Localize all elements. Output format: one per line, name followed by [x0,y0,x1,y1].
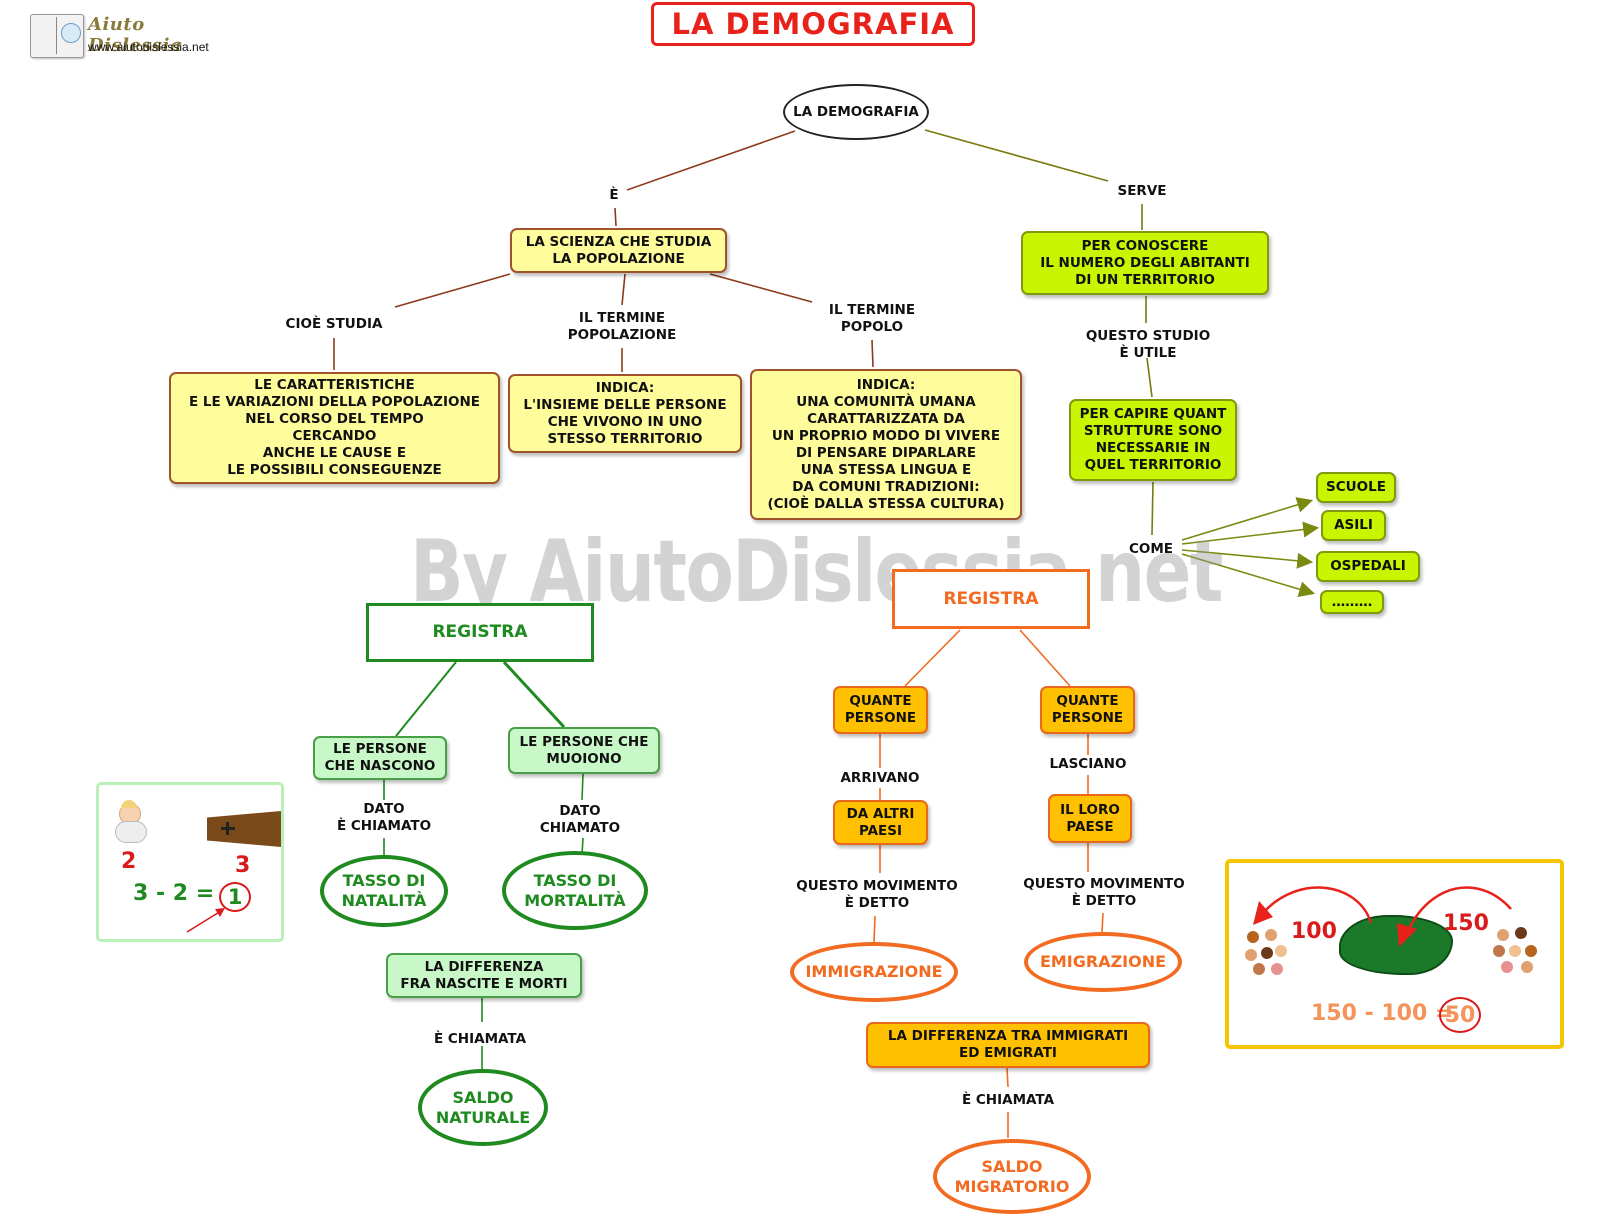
node-saldo-naturale: SALDO NATURALE [418,1069,548,1146]
births-count: 2 [121,849,137,874]
node-altri-paesi: DA ALTRI PAESI [833,800,928,845]
natural-equation: 3 - 2 = [133,881,215,906]
label-studio-utile: QUESTO STUDIO È UTILE [1085,328,1211,361]
node-mortalita: TASSO DI MORTALITÀ [502,851,648,930]
logo: Aiuto Dislessia www.aiutodislessia.net [28,10,238,60]
node-registra-orange: REGISTRA [892,569,1090,629]
node-muoiono: LE PERSONE CHE MUOIONO [508,727,660,774]
book-icon [30,14,84,58]
node-popolazione: INDICA: L'INSIEME DELLE PERSONE CHE VIVO… [508,374,742,453]
node-quante-2: QUANTE PERSONE [1040,686,1135,734]
node-emigrazione: EMIGRAZIONE [1024,932,1182,992]
people-group-left-icon [1243,927,1289,977]
label-movimento-2: QUESTO MOVIMENTO È DETTO [1023,876,1185,909]
label-movimento-1: QUESTO MOVIMENTO È DETTO [796,878,958,911]
natural-result: 1 [219,882,251,912]
node-conoscere: PER CONOSCERE IL NUMERO DEGLI ABITANTI D… [1021,231,1269,295]
label-come: COME [1128,541,1174,557]
node-immigrazione: IMMIGRAZIONE [790,942,958,1002]
coffin-icon [207,811,281,847]
node-natalita: TASSO DI NATALITÀ [320,855,448,927]
node-ospedali: OSPEDALI [1316,551,1420,582]
label-e: È [609,187,619,203]
label-e-chiamata-2: È CHIAMATA [961,1092,1055,1108]
red-arrow-icon [186,908,225,933]
label-lasciano: LASCIANO [1049,756,1127,772]
node-diff-immigrati: LA DIFFERENZA TRA IMMIGRATI ED EMIGRATI [866,1022,1150,1068]
node-root: LA DEMOGRAFIA [783,84,929,140]
node-loro-paese: IL LORO PAESE [1048,794,1132,843]
label-e-chiamata-1: È CHIAMATA [433,1031,527,1047]
people-group-right-icon [1491,925,1541,977]
natural-balance-example: 2 3 3 - 2 = 1 [96,782,284,942]
territory-icon [1339,915,1453,975]
baby-icon [111,800,151,843]
node-dots: ……… [1320,590,1384,614]
deaths-count: 3 [235,853,251,878]
label-serve: SERVE [1117,183,1167,199]
label-dato-chiamato-2: DATO CHIAMATO [539,803,621,836]
emigrants-value: 100 [1291,919,1337,944]
immigrants-value: 150 [1443,911,1489,936]
node-popolo: INDICA: UNA COMUNITÀ UMANA CARATTARIZZAT… [750,369,1022,520]
node-caratteristiche: LE CARATTERISTICHE E LE VARIAZIONI DELLA… [169,372,500,484]
label-arrivano: ARRIVANO [840,770,920,786]
page-title: LA DEMOGRAFIA [651,2,975,46]
label-cioe-studia: CIOÈ STUDIA [285,316,383,332]
node-capire: PER CAPIRE QUANT STRUTTURE SONO NECESSAR… [1069,399,1237,481]
node-scienza: LA SCIENZA CHE STUDIA LA POPOLAZIONE [510,228,727,273]
node-registra-green: REGISTRA [366,603,594,662]
migration-balance-example: 100 150 150 - 100 = 50 [1225,859,1564,1049]
migration-arrows-icon [1253,886,1512,947]
node-diff-nascite: LA DIFFERENZA FRA NASCITE E MORTI [386,953,582,998]
logo-url: www.aiutodislessia.net [88,40,209,54]
logo-text: Aiuto Dislessia [88,14,183,56]
migration-equation: 150 - 100 = [1311,1001,1454,1026]
node-saldo-migratorio: SALDO MIGRATORIO [933,1139,1091,1214]
label-dato-chiamato-1: DATO È CHIAMATO [336,801,432,834]
migration-result: 50 [1439,997,1481,1033]
label-termine-popolo: IL TERMINE POPOLO [828,302,916,335]
label-termine-popolazione: IL TERMINE POPOLAZIONE [567,310,677,343]
node-quante-1: QUANTE PERSONE [833,686,928,734]
node-scuole: SCUOLE [1316,472,1396,503]
node-nascono: LE PERSONE CHE NASCONO [313,736,447,780]
node-asili: ASILI [1321,510,1386,541]
